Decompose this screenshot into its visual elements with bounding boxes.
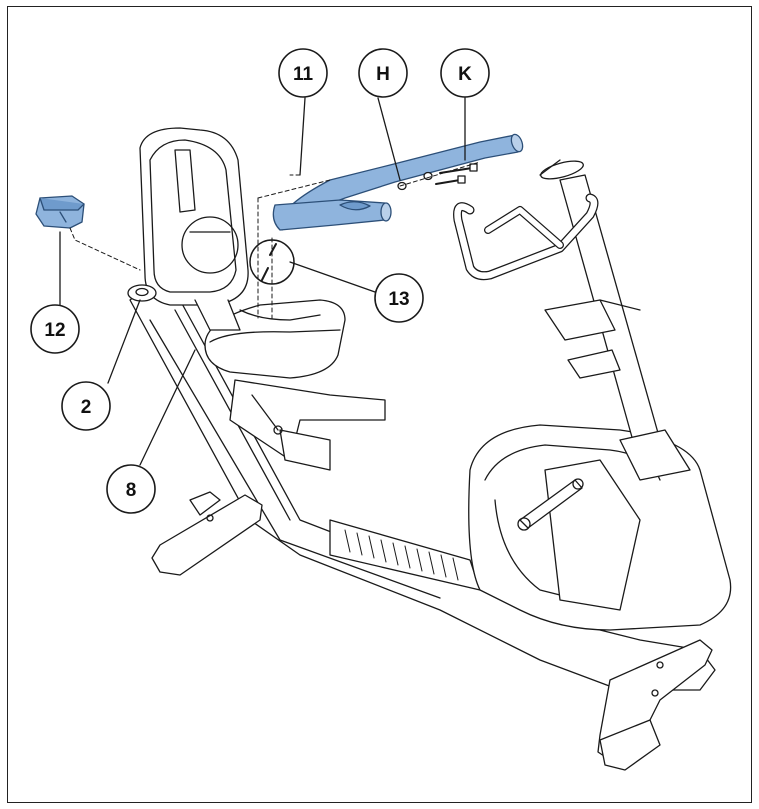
front-stabilizer bbox=[151, 491, 263, 576]
connector-pins bbox=[249, 239, 295, 285]
rear-stabilizer bbox=[597, 639, 713, 771]
callout-11: 11 bbox=[278, 48, 328, 98]
base-frame bbox=[129, 284, 716, 691]
seat-handlebar-part-11 bbox=[272, 133, 524, 231]
callout-h-label: H bbox=[376, 64, 390, 85]
callout-12: 12 bbox=[30, 304, 80, 354]
seat-pivot bbox=[127, 284, 157, 302]
callout-k: K bbox=[440, 48, 490, 98]
callout-8-label: 8 bbox=[126, 480, 137, 501]
front-handlebar bbox=[453, 193, 599, 281]
callout-2: 2 bbox=[61, 381, 111, 431]
callout-leaders bbox=[59, 97, 466, 466]
callout-h: H bbox=[358, 48, 408, 98]
end-cap-part-12 bbox=[35, 195, 85, 229]
callout-12-label: 12 bbox=[44, 320, 65, 341]
hardware-h-washers bbox=[397, 171, 433, 191]
seat-support bbox=[229, 379, 386, 471]
seat-backrest bbox=[139, 127, 249, 331]
callout-8: 8 bbox=[106, 464, 156, 514]
callout-11-label: 11 bbox=[293, 64, 314, 85]
callout-13-label: 13 bbox=[388, 289, 409, 310]
flywheel-housing bbox=[468, 424, 732, 631]
callout-k-label: K bbox=[458, 64, 472, 85]
callout-2-label: 2 bbox=[81, 397, 92, 418]
hardware-k-bolts bbox=[435, 163, 478, 185]
callout-13: 13 bbox=[374, 273, 424, 323]
upright-mast bbox=[539, 159, 691, 481]
